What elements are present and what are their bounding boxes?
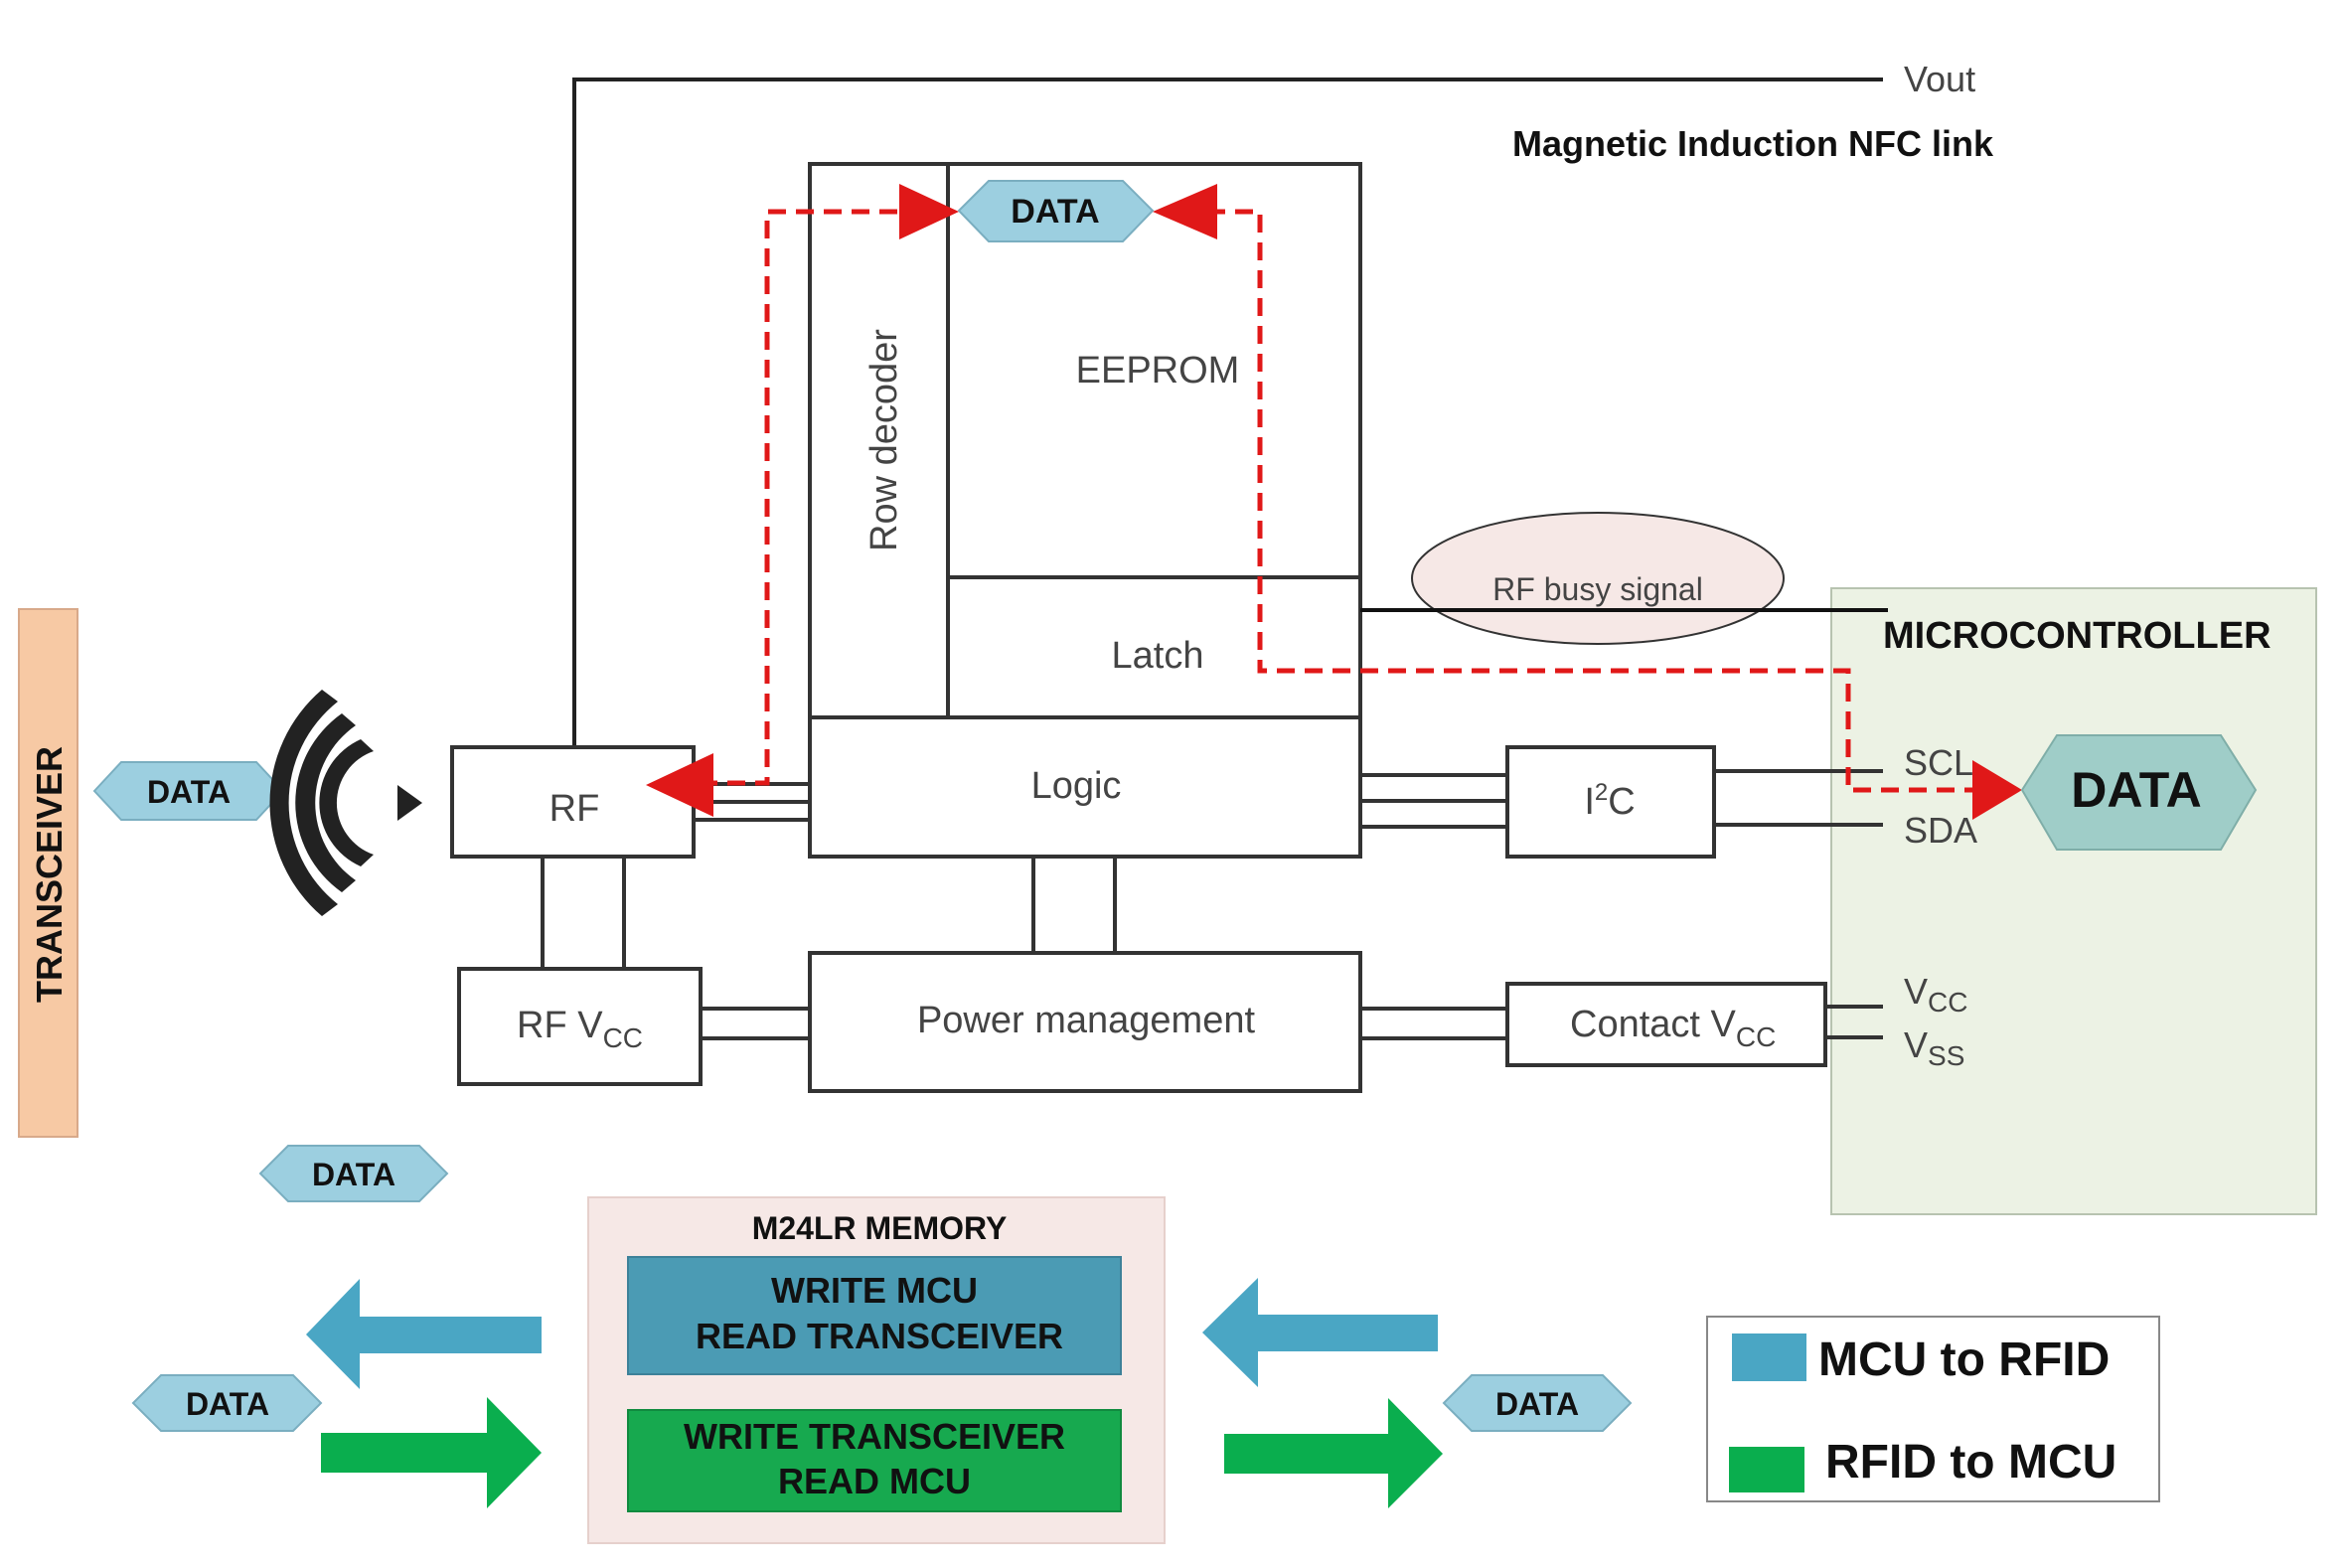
vout-line <box>572 78 1883 747</box>
sda-label: SDA <box>1904 810 1977 851</box>
power-management-block <box>808 951 1362 1093</box>
svg-text:DATA: DATA <box>1495 1386 1579 1422</box>
svg-text:DATA: DATA <box>186 1386 269 1422</box>
microcontroller-title: MICROCONTROLLER <box>1883 615 2272 657</box>
eeprom-label: EEPROM <box>1076 350 1240 392</box>
i2c-label: I2C <box>1584 779 1635 823</box>
power-management-label: Power management <box>917 1000 1256 1041</box>
right-blue-arrow <box>1202 1278 1438 1387</box>
left-blue-arrow <box>306 1279 542 1389</box>
rf-block <box>450 745 696 859</box>
latch-label: Latch <box>1112 635 1204 677</box>
legend-rfid-to-mcu: RFID to MCU <box>1825 1436 2116 1489</box>
logic-label: Logic <box>1031 765 1122 807</box>
mcu-data-tag: DATA <box>2020 734 2258 851</box>
rf-vcc-label: RF VCC <box>517 1005 643 1053</box>
vcc-pin-label: VCC <box>1904 971 1967 1018</box>
contact-vcc-label: Contact VCC <box>1570 1004 1776 1052</box>
wireless-signal-icon <box>269 690 422 916</box>
transceiver-title: TRANSCEIVER <box>29 746 70 1003</box>
legend: MCU to RFID RFID to MCU <box>1706 1316 2160 1502</box>
scl-label: SCL <box>1904 742 1973 783</box>
vout-label: Vout <box>1904 59 1975 99</box>
rf-label: RF <box>549 788 600 830</box>
row-decoder-label: Row decoder <box>863 329 905 551</box>
rf-vcc-block <box>457 967 703 1086</box>
data-path-right <box>1153 184 2022 820</box>
left-mid-data-tag: DATA <box>258 1145 449 1202</box>
svg-text:WRITE TRANSCEIVER: WRITE TRANSCEIVER <box>684 1416 1065 1457</box>
left-bottom-data-tag: DATA <box>131 1374 323 1432</box>
microcontroller-panel: MICROCONTROLLER <box>1830 587 2317 1215</box>
right-bottom-data-tag: DATA <box>1442 1374 1633 1432</box>
legend-mcu-to-rfid: MCU to RFID <box>1818 1333 2110 1386</box>
svg-text:WRITE MCU: WRITE MCU <box>771 1270 978 1311</box>
svg-text:DATA: DATA <box>2071 762 2201 818</box>
svg-text:DATA: DATA <box>312 1157 395 1192</box>
write-mcu-box: WRITE MCU READ TRANSCEIVER <box>627 1256 1122 1375</box>
legend-swatch-blue <box>1732 1333 1806 1381</box>
write-transceiver-box: WRITE TRANSCEIVER READ MCU <box>627 1409 1122 1512</box>
transceiver-data-tag: DATA <box>92 761 285 821</box>
i2c-block <box>1505 745 1716 859</box>
left-green-arrow <box>321 1397 542 1508</box>
memory-title: M24LR MEMORY <box>752 1210 1008 1246</box>
svg-text:READ TRANSCEIVER: READ TRANSCEIVER <box>696 1316 1063 1356</box>
svg-text:READ MCU: READ MCU <box>778 1461 971 1501</box>
rf-busy-label: RF busy signal <box>1492 571 1703 607</box>
nfc-link-label: Magnetic Induction NFC link <box>1512 123 1994 164</box>
contact-vcc-block <box>1505 982 1827 1067</box>
vss-pin-label: VSS <box>1904 1024 1964 1071</box>
svg-text:DATA: DATA <box>147 774 231 810</box>
eeprom-block <box>808 162 1362 719</box>
transceiver-bar: TRANSCEIVER <box>18 608 78 1138</box>
svg-text:DATA: DATA <box>1011 193 1099 231</box>
legend-swatch-green <box>1729 1447 1804 1492</box>
logic-block <box>808 715 1362 859</box>
eeprom-data-tag: DATA <box>957 180 1155 242</box>
right-green-arrow <box>1224 1398 1443 1508</box>
data-path-left <box>646 184 959 817</box>
